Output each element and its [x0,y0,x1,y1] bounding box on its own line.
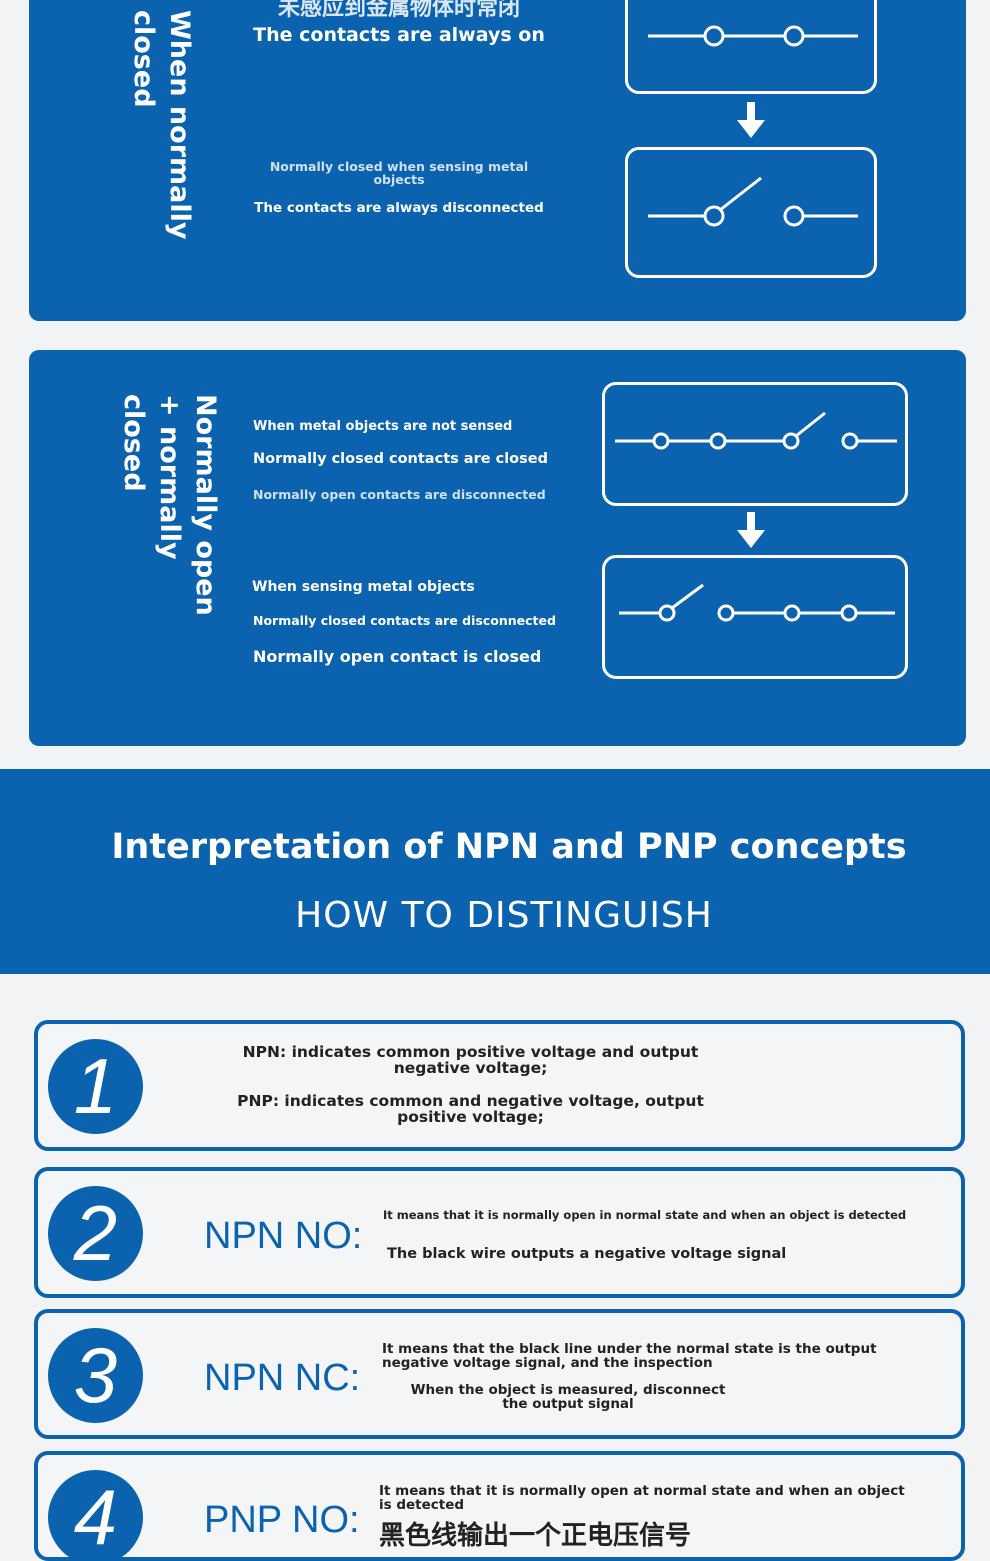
number-badge: 4 [48,1470,143,1557]
row-result: 黑色线输出一个正电压信号 [379,1521,692,1551]
banner-title: Interpretation of NPN and PNP concepts [111,827,907,867]
banner-subtitle: HOW TO DISTINGUISH [295,895,713,936]
switch-nc-closed-no-open-icon [615,411,897,450]
arrow-down-icon [737,512,765,548]
row-description: It means that the black line under the n… [382,1341,877,1371]
contacts-on-text: The contacts are always on [253,24,545,46]
switch-nc-open-no-closed-icon [619,583,895,622]
concept-row-1: 1 NPN: indicates common positive voltage… [34,1020,965,1151]
pnp-definition: PNP: indicates common and negative volta… [237,1092,704,1126]
number-badge: 1 [48,1039,143,1134]
vertical-title: Normally open + normally closed [118,394,221,616]
row-label: PNP NO: [204,1499,360,1541]
not-sensed-diagram [602,382,908,506]
nc-disconnected-text: Normally closed contacts are disconnecte… [253,613,556,628]
row-description: It means that it is normally open in nor… [383,1208,907,1222]
contacts-disconnected-text: The contacts are always disconnected [254,200,544,216]
row-result: When the object is measured, disconnect … [410,1382,726,1412]
arrow-down-icon [737,102,765,138]
concept-row-4: 4 PNP NO: It means that it is normally o… [34,1451,965,1561]
not-sensed-text: When metal objects are not sensed [253,419,513,434]
no-nc-card: Normally open + normally closed When met… [29,350,966,746]
nc-closed-text: Normally closed contacts are closed [253,451,548,467]
normally-closed-card: When normally closed 未感应到金属物体时常闭 The con… [29,0,966,321]
chinese-heading: 未感应到金属物体时常闭 [277,0,520,21]
open-switch-diagram [625,147,877,278]
row-label: NPN NO: [204,1215,363,1257]
number-badge: 3 [48,1328,143,1423]
sensing-text: Normally closed when sensing metal objec… [269,159,529,187]
sensing-diagram [602,555,908,679]
no-closed-text: Normally open contact is closed [253,647,542,666]
row-label: NPN NC: [204,1357,361,1399]
row-description: It means that it is normally open at nor… [379,1483,905,1513]
closed-switch-diagram [625,0,877,94]
number-badge: 2 [48,1186,143,1281]
section-banner: Interpretation of NPN and PNP concepts H… [0,769,990,974]
concept-row-2: 2 NPN NO: It means that it is normally o… [34,1167,965,1298]
row-result: The black wire outputs a negative voltag… [387,1246,787,1262]
switch-closed-icon [648,25,858,47]
no-disconnected-text: Normally open contacts are disconnected [253,487,546,502]
switch-open-icon [648,176,858,227]
npn-definition: NPN: indicates common positive voltage a… [242,1043,699,1077]
sensing-text: When sensing metal objects [252,579,475,595]
concept-row-3: 3 NPN NC: It means that the black line u… [34,1309,965,1439]
vertical-title: When normally closed [128,10,195,240]
